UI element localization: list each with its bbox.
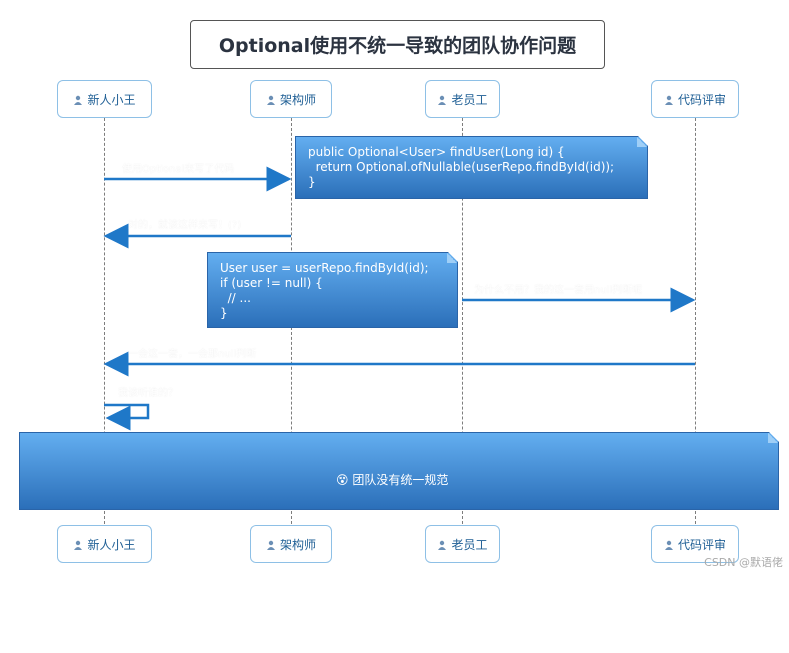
participant-arch-bottom: 架构师: [250, 525, 332, 563]
participant-old-top: 老员工: [425, 80, 500, 118]
participant-review-bottom: 代码评审: [651, 525, 739, 563]
diagram-title: Optional使用不统一导致的团队协作问题: [190, 20, 605, 69]
participant-new-bottom: 新人小王: [57, 525, 152, 563]
lifeline-new: [104, 118, 105, 524]
lifeline-review: [695, 118, 696, 524]
message-arrows: [103, 166, 696, 431]
person-icon: [73, 539, 83, 550]
participant-label: 架构师: [279, 537, 316, 552]
arrow-self-new: [104, 403, 150, 431]
person-icon: [266, 539, 276, 550]
summary-line-4: 😵 最终妥协放弃Optional: [336, 608, 476, 622]
participant-review-top: 代码评审: [651, 80, 739, 118]
participant-label: 代码评审: [677, 537, 726, 552]
person-icon: [266, 94, 276, 105]
person-icon: [664, 94, 674, 105]
participant-label: 架构师: [279, 92, 316, 107]
message-label-2: 对的，就该这样来写！(?): [128, 220, 242, 231]
participant-label: 新人小王: [87, 537, 136, 552]
message-label-4: 一会这一套，一会那null判断: [128, 349, 257, 360]
participant-label: 新人小王: [87, 92, 136, 107]
participant-label: 老员工: [451, 92, 488, 107]
participant-new-top: 新人小王: [57, 80, 152, 118]
person-icon: [437, 539, 447, 550]
person-icon: [73, 94, 83, 105]
person-icon: [664, 539, 674, 550]
participant-label: 老员工: [451, 537, 488, 552]
note-architect-code: public Optional<User> findUser(Long id) …: [295, 136, 648, 199]
participant-arch-top: 架构师: [250, 80, 332, 118]
participant-old-bottom: 老员工: [425, 525, 500, 563]
message-label-5: 我该听谁的？: [118, 388, 178, 399]
lifeline-old: [462, 118, 463, 524]
note-old-code: User user = userRepo.findById(id); if (u…: [207, 252, 458, 328]
watermark: CSDN @默语佬: [704, 556, 783, 569]
summary-line-1: 😵 团队没有统一规范: [336, 473, 449, 487]
message-label-1: 使用Optional来写了代码: [122, 164, 235, 175]
person-icon: [437, 94, 447, 105]
note-summary: 😵 团队没有统一规范 😵 老代码全是null判断 😵 新代码用Optional很…: [19, 432, 779, 510]
participant-label: 代码评审: [677, 92, 726, 107]
message-label-3: 为什么不用？我的这一套用null判断呢: [474, 285, 643, 296]
